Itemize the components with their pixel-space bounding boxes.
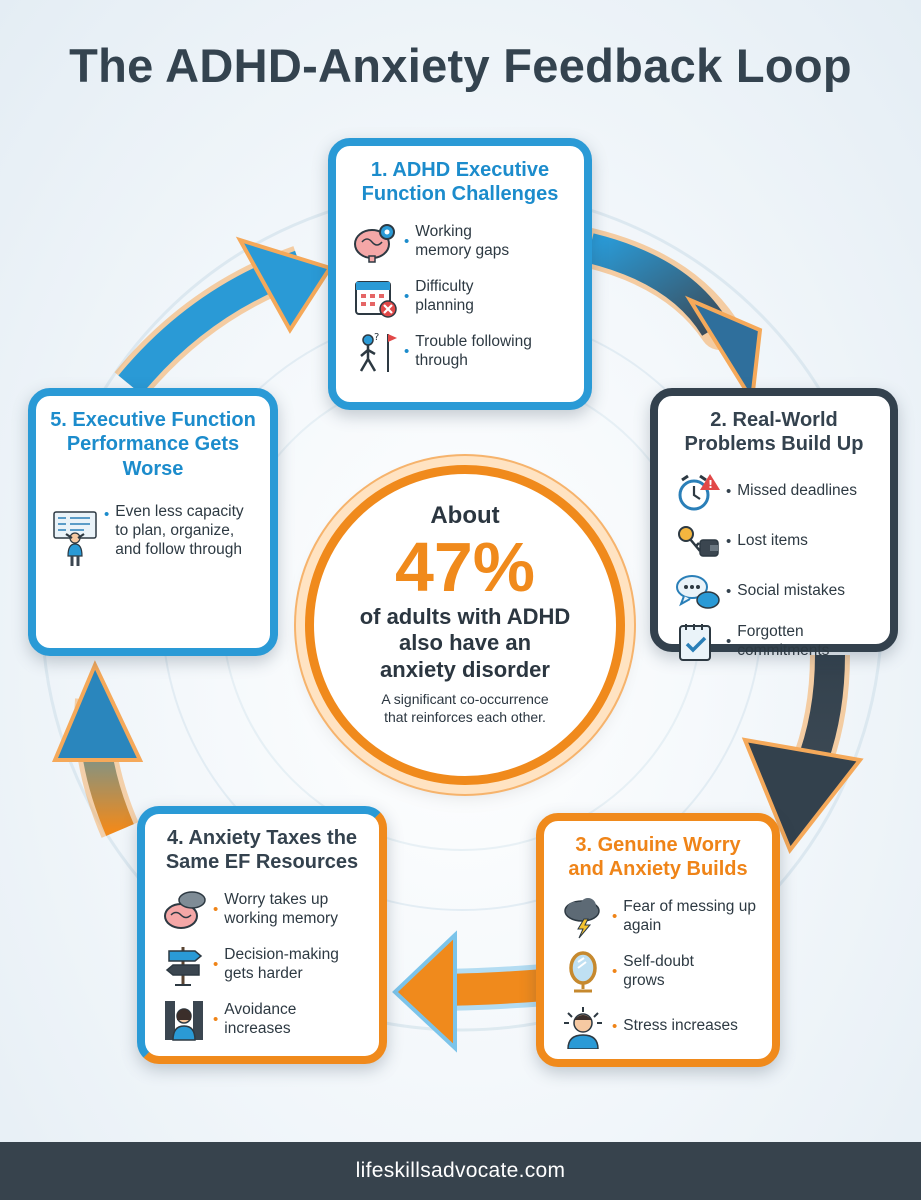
checklist-calendar-icon — [672, 619, 722, 665]
arrow-3-to-4-head — [392, 930, 457, 1053]
item-text: Even less capacity to plan, organize, an… — [115, 503, 244, 558]
list-item: • Fear of messing up again — [558, 894, 758, 940]
person-door-icon — [159, 997, 209, 1043]
signpost-icon — [159, 942, 209, 988]
step-1-title: 1. ADHD Executive Function Challenges — [361, 159, 559, 206]
step-3-title: 3. Genuine Worry and Anxiety Builds — [568, 834, 748, 881]
item-text: Lost items — [737, 532, 808, 550]
step-5-title: 5. Executive Function Performance Gets W… — [50, 409, 256, 480]
arrow-1-to-2-head — [684, 295, 763, 406]
item-text: Self-doubt grows — [623, 952, 694, 989]
step-4-title: 4. Anxiety Taxes the Same EF Resources — [165, 827, 359, 874]
stat-line-3: anxiety disorder — [380, 656, 550, 682]
step-2-card: 2. Real-World Problems Build Up ! • Miss… — [650, 388, 898, 661]
storm-cloud-icon — [558, 894, 608, 940]
stat-sub-1: A significant co-occurrence — [381, 691, 549, 708]
brain-cloud-icon — [159, 887, 209, 933]
list-item: • Forgotten commitments — [672, 619, 876, 665]
item-text: Stress increases — [623, 1017, 738, 1035]
stressed-person-icon — [558, 1004, 608, 1050]
stat-value: 47% — [394, 528, 536, 606]
mirror-icon — [558, 949, 608, 995]
list-item: ! • Missed deadlines — [672, 469, 876, 515]
overwhelmed-person-board-icon — [50, 503, 100, 573]
svg-text:?: ? — [374, 332, 379, 343]
center-statistic: About 47% of adults with ADHD also have … — [305, 465, 625, 785]
list-item: • Social mistakes — [672, 569, 876, 615]
item-text: Fear of messing up again — [623, 897, 756, 934]
list-item: • Working memory gaps — [350, 219, 570, 265]
arrow-4-to-5-head — [51, 660, 144, 762]
item-text: Missed deadlines — [737, 482, 858, 500]
alarm-clock-warning-icon: ! — [672, 469, 722, 515]
stat-line-1: of adults with ADHD — [359, 604, 571, 629]
stat-sub-2: that reinforces each other. — [384, 708, 546, 725]
step-3-card: 3. Genuine Worry and Anxiety Builds • Fe… — [536, 813, 780, 1067]
item-text: Working memory gaps — [415, 222, 510, 259]
item-text: Trouble following through — [415, 332, 532, 369]
list-item: • Worry takes up working memory — [159, 887, 365, 933]
item-text: Difficulty planning — [415, 277, 474, 314]
list-item: • Decision-making gets harder — [159, 942, 365, 988]
item-text: Social mistakes — [737, 582, 845, 600]
arrow-2-to-3-head — [741, 737, 864, 854]
speech-bubbles-icon — [672, 569, 722, 615]
arrow-5-to-1-head — [235, 236, 334, 334]
list-item: • Avoidance increases — [159, 997, 365, 1043]
list-item: • Difficulty planning — [350, 274, 570, 320]
list-item: • Self-doubt grows — [558, 949, 758, 995]
footer-url: lifeskillsadvocate.com — [0, 1142, 921, 1200]
item-text: Worry takes up working memory — [224, 890, 338, 927]
item-text: Forgotten commitments — [737, 622, 830, 659]
step-5-card: 5. Executive Function Performance Gets W… — [28, 388, 278, 656]
step-1-card: 1. ADHD Executive Function Challenges • … — [328, 138, 592, 410]
brain-gear-icon — [350, 219, 400, 265]
keys-wallet-icon — [672, 519, 722, 565]
stat-line-2: also have an — [398, 630, 532, 656]
item-text: Decision-making gets harder — [224, 945, 339, 982]
confused-person-flag-icon: ? — [350, 329, 400, 375]
step-4-card: 4. Anxiety Taxes the Same EF Resources •… — [137, 806, 387, 1064]
svg-text:!: ! — [708, 478, 713, 491]
calendar-x-icon — [350, 274, 400, 320]
stat-about: About — [430, 502, 500, 529]
item-text: Avoidance increases — [224, 1000, 297, 1037]
list-item: • Lost items — [672, 519, 876, 565]
list-item: • Even less capacity to plan, organize, … — [50, 503, 256, 573]
list-item: ? • Trouble following through — [350, 329, 570, 375]
step-2-title: 2. Real-World Problems Build Up — [684, 409, 864, 456]
page-title: The ADHD-Anxiety Feedback Loop — [69, 39, 852, 92]
list-item: • Stress increases — [558, 1004, 758, 1050]
